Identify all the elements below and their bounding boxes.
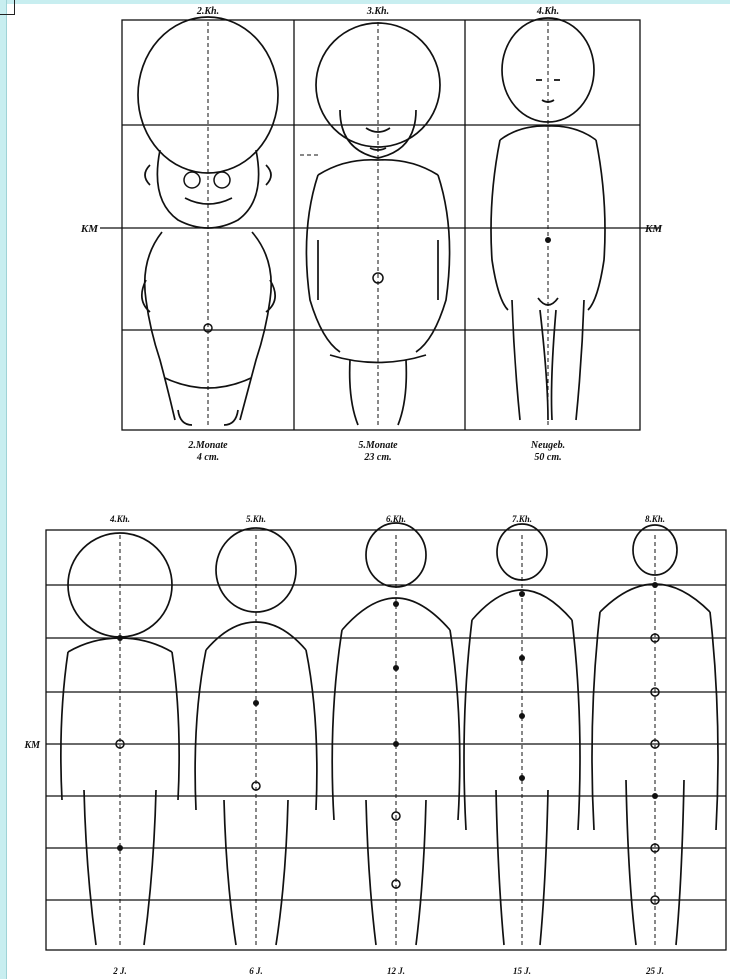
top-frame [122,20,640,430]
figure-newborn [491,18,605,428]
top-panel: 2.Kh. 3.Kh. 4.Kh. KM KM [80,6,663,463]
bottom-caption: 12 J. [387,966,405,976]
bottom-head-label: 5.Kh. [246,514,266,524]
top-caption-age: 5.Monate [358,440,398,451]
km-label-right: KM [644,223,663,235]
bottom-head-label: 4.Kh. [109,514,130,524]
bottom-head-label: 8.Kh. [645,514,665,524]
figure-child-4 [464,524,580,948]
bottom-head-label: 7.Kh. [512,514,532,524]
bottom-caption: 6 J. [249,966,263,976]
bottom-panel: 4.Kh. 5.Kh. 6.Kh. 7.Kh. 8.Kh. KM [23,514,726,976]
top-caption-age: 2.Monate [187,440,228,451]
top-head-label: 2.Kh. [196,6,219,17]
top-caption-size: 50 cm. [534,452,561,463]
figure-2-months [138,17,278,428]
top-head-label: 4.Kh. [536,6,559,17]
figure-5-months [300,22,450,428]
top-head-label: 3.Kh. [366,6,389,17]
top-caption-size: 4 cm. [196,452,219,463]
bottom-caption: 2 J. [112,966,127,976]
top-caption-age: Neugeb. [530,440,565,451]
km-label-left: KM [80,223,99,235]
figure-child-1 [61,533,179,948]
bottom-km-label: KM [23,740,41,751]
figure-adult [592,525,718,948]
bottom-caption: 25 J. [645,966,664,976]
bottom-caption: 15 J. [513,966,531,976]
top-caption-size: 23 cm. [363,452,391,463]
figure-child-3 [332,523,460,948]
figure-child-2 [195,528,317,948]
